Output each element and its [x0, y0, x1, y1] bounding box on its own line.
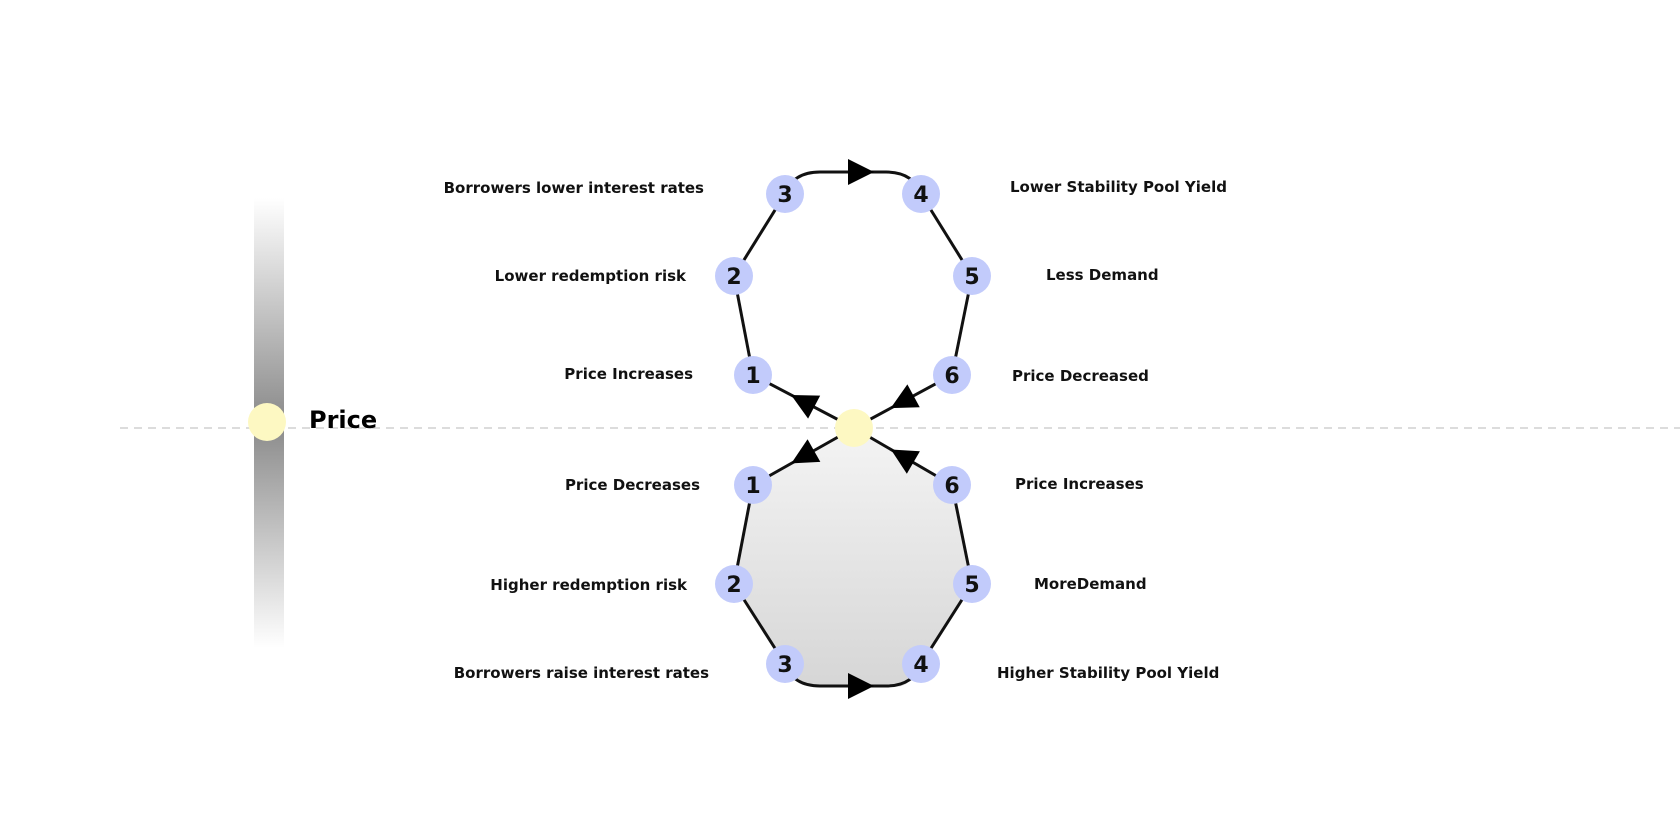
step-circle — [953, 565, 991, 603]
step-number: 3 — [777, 183, 792, 208]
step-number: 5 — [964, 265, 979, 290]
top-node-6: 6 Price Decreased — [933, 356, 1149, 394]
top-node-4: 4 Lower Stability Pool Yield — [902, 175, 1227, 213]
step-label: Price Decreases — [565, 476, 700, 494]
step-circle — [734, 356, 772, 394]
top-node-1: 1 Price Increases — [564, 356, 772, 394]
step-label: Borrowers lower interest rates — [444, 179, 704, 197]
step-number: 6 — [944, 364, 959, 389]
step-circle — [902, 175, 940, 213]
step-number: 2 — [726, 265, 741, 290]
flow-arrow-icon — [791, 394, 821, 419]
top-node-3: 3 Borrowers lower interest rates — [444, 175, 804, 213]
step-number: 4 — [913, 183, 928, 208]
bottom-loop-fill — [734, 428, 972, 687]
bottom-node-6: 6 Price Increases — [933, 466, 1144, 504]
step-number: 4 — [913, 653, 928, 678]
step-circle — [766, 645, 804, 683]
step-label: Lower redemption risk — [495, 267, 687, 285]
step-circle — [734, 466, 772, 504]
step-number: 6 — [944, 474, 959, 499]
step-circle — [715, 565, 753, 603]
price-label: Price — [309, 406, 377, 434]
step-number: 2 — [726, 573, 741, 598]
price-indicator — [248, 403, 286, 441]
top-node-5: 5 Less Demand — [953, 257, 1159, 295]
step-label: Borrowers raise interest rates — [454, 664, 709, 682]
step-label: Price Increases — [564, 365, 693, 383]
step-label: MoreDemand — [1034, 575, 1147, 593]
step-circle — [766, 175, 804, 213]
step-number: 1 — [745, 364, 760, 389]
flow-arrow-icon — [848, 159, 874, 185]
bottom-node-4: 4 Higher Stability Pool Yield — [902, 645, 1219, 683]
flow-arrow-icon — [848, 673, 874, 699]
step-circle — [933, 356, 971, 394]
flow-arrow-icon — [890, 449, 920, 474]
bottom-node-5: 5 MoreDemand — [953, 565, 1147, 603]
step-label: Price Increases — [1015, 475, 1144, 493]
step-number: 3 — [777, 653, 792, 678]
step-number: 5 — [964, 573, 979, 598]
step-label: Lower Stability Pool Yield — [1010, 178, 1227, 196]
step-number: 1 — [745, 474, 760, 499]
step-circle — [902, 645, 940, 683]
step-circle — [933, 466, 971, 504]
step-label: Higher Stability Pool Yield — [997, 664, 1219, 682]
step-circle — [953, 257, 991, 295]
top-node-2: 2 Lower redemption risk — [495, 257, 753, 295]
step-label: Price Decreased — [1012, 367, 1149, 385]
bottom-node-3: 3 Borrowers raise interest rates — [454, 645, 804, 683]
bottom-node-2: 2 Higher redemption risk — [490, 565, 753, 603]
step-circle — [715, 257, 753, 295]
flow-arrow-icon — [890, 384, 920, 409]
bottom-node-1: 1 Price Decreases — [565, 466, 772, 504]
flow-arrow-icon — [791, 439, 821, 464]
step-label: Less Demand — [1046, 266, 1159, 284]
step-label: Higher redemption risk — [490, 576, 688, 594]
center-price-point — [835, 409, 873, 447]
